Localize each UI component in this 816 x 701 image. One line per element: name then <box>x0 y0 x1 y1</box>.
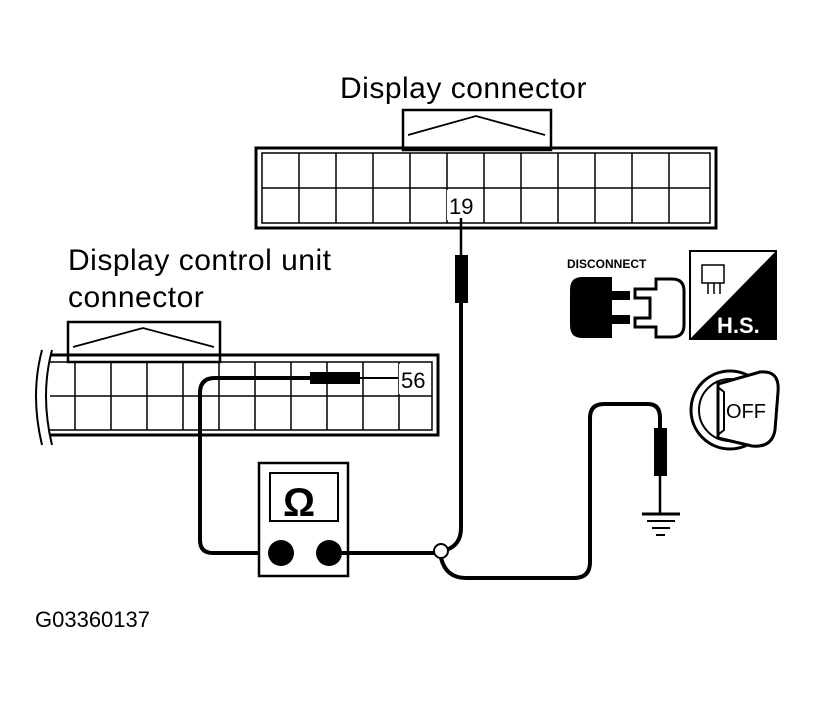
display-connector-label: Display connector <box>340 72 587 105</box>
probe-dcu <box>198 372 398 555</box>
pin-56-label: 56 <box>401 368 425 393</box>
hs-label: H.S. <box>717 313 760 338</box>
dcu-connector-label-line1: Display control unit <box>68 244 332 277</box>
dcu-connector-label-line2: connector <box>68 281 204 314</box>
display-connector <box>254 108 718 230</box>
meter-lead-ground <box>342 402 662 580</box>
off-label: OFF <box>726 401 766 423</box>
pin-19-label: 19 <box>449 194 473 219</box>
disconnect-label: DISCONNECT <box>567 257 647 271</box>
ohm-symbol: Ω <box>283 481 315 525</box>
ground-symbol-icon <box>642 428 680 536</box>
ohmmeter-icon <box>257 461 350 578</box>
ignition-key-off-icon <box>689 369 780 451</box>
connector-disconnect-icon <box>570 277 686 339</box>
figure-code: G03360137 <box>35 607 150 632</box>
harness-side-icon <box>689 250 777 340</box>
probe-display <box>445 218 468 552</box>
dcu-connector <box>35 320 440 446</box>
pin-56-cell <box>399 364 431 394</box>
pin-19-cell <box>447 190 479 220</box>
junction-node <box>433 543 449 559</box>
